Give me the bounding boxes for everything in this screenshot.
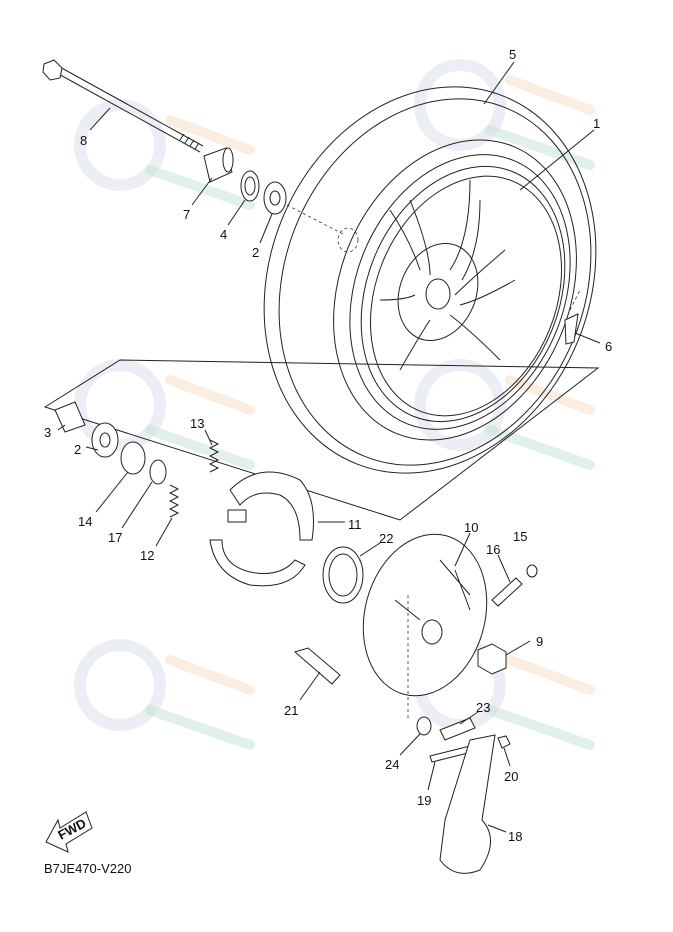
- circlip: [149, 459, 167, 485]
- axle-nut: [477, 643, 507, 675]
- callout-11: 11: [348, 517, 362, 532]
- axle: [42, 59, 204, 153]
- wheel-assembly: [263, 86, 597, 474]
- washer: [416, 716, 432, 736]
- spring-upper: [208, 439, 220, 473]
- callout-2b: 2: [74, 442, 81, 457]
- callout-21: 21: [284, 703, 298, 718]
- watermark-logo: [80, 65, 590, 745]
- nut-small: [497, 735, 511, 749]
- callout-8: 8: [80, 133, 87, 148]
- callout-5: 5: [509, 47, 516, 62]
- callout-7: 7: [183, 207, 190, 222]
- collar: [203, 147, 234, 183]
- gear-unit: [120, 441, 146, 475]
- diagram-code: B7JE470-V220: [44, 861, 131, 876]
- callout-24: 24: [385, 757, 399, 772]
- brake-arm: [439, 734, 496, 874]
- callout-6: 6: [605, 339, 612, 354]
- callout-1: 1: [593, 116, 600, 131]
- callout-17: 17: [108, 530, 122, 545]
- callout-2: 2: [252, 245, 259, 260]
- callout-22: 22: [379, 531, 393, 546]
- indicator-plate: [439, 717, 476, 741]
- callout-4: 4: [220, 227, 227, 242]
- callout-13: 13: [190, 416, 204, 431]
- camshaft-pin: [293, 647, 341, 685]
- callout-19: 19: [417, 793, 431, 808]
- spring-lower: [168, 484, 180, 518]
- brake-shoe-set: [209, 471, 314, 587]
- collar-left: [54, 401, 86, 433]
- callout-9: 9: [536, 634, 543, 649]
- callout-23: 23: [476, 700, 490, 715]
- callout-15: 15: [513, 529, 527, 544]
- camshaft: [491, 577, 523, 607]
- callout-14: 14: [78, 514, 92, 529]
- callout-10: 10: [464, 520, 478, 535]
- callout-3: 3: [44, 425, 51, 440]
- forward-arrow-icon: FWD: [45, 811, 93, 853]
- brake-plate: [362, 533, 488, 697]
- leader-lines: [57, 61, 601, 833]
- callout-12: 12: [140, 548, 154, 563]
- cam-seal: [526, 564, 538, 578]
- callout-18: 18: [508, 829, 522, 844]
- callouts: 5 1 8 7 4 2 6 13 3 2 14 17 11 12 22 10 1…: [44, 47, 612, 844]
- valve: [564, 289, 581, 345]
- callout-16: 16: [486, 542, 500, 557]
- callout-20: 20: [504, 769, 518, 784]
